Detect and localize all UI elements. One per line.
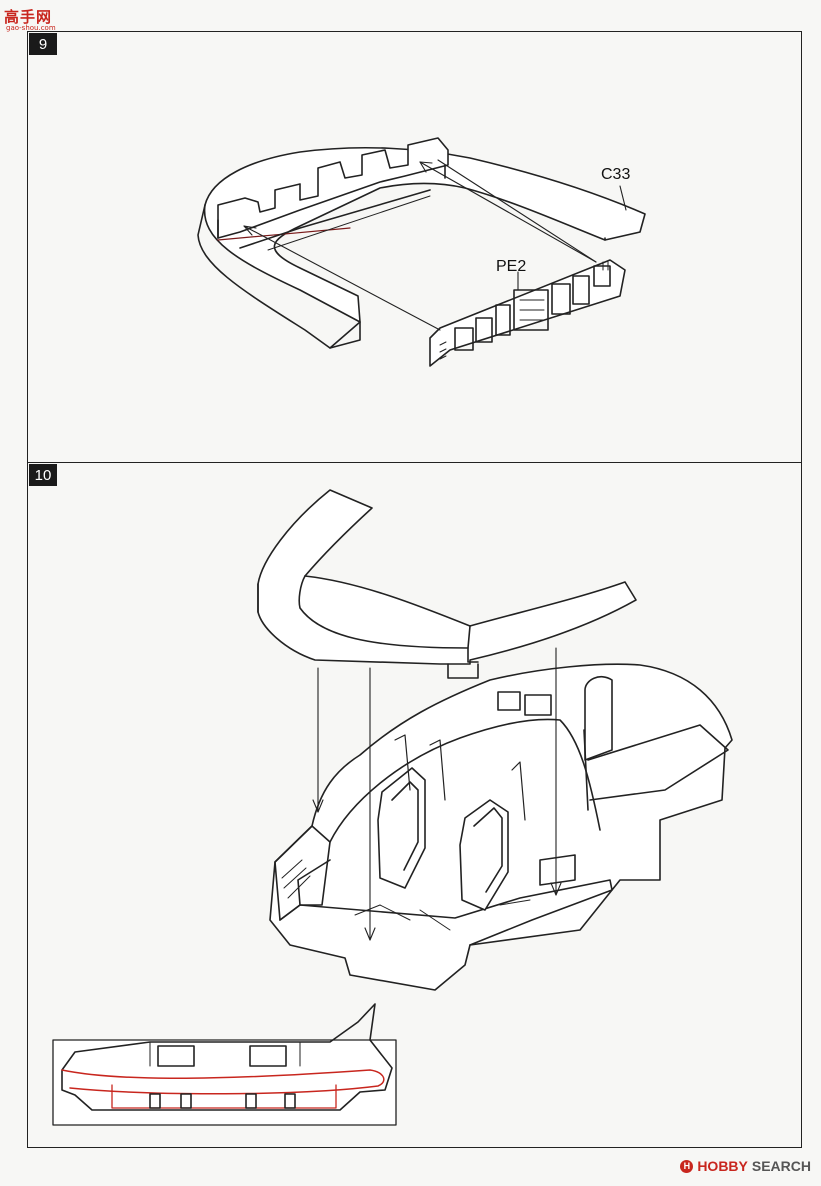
cockpit-tub	[269, 663, 733, 991]
step-9-badge: 9	[29, 33, 57, 55]
part-label-c33: C33	[601, 166, 631, 183]
part-c33-glareshield	[197, 137, 646, 349]
hobby-search-logo: H HOBBY SEARCH	[680, 1158, 811, 1174]
assembly-arrows-step-9	[243, 159, 627, 331]
watermark-url: gao-shou.com	[6, 24, 56, 32]
part-glareshield-assembled	[257, 489, 637, 679]
hobby-search-icon: H	[680, 1159, 694, 1173]
detail-inset	[52, 1003, 397, 1126]
part-pe2-instrument-panel	[429, 259, 626, 367]
assembly-arrows-step-10	[312, 647, 562, 941]
page-frame	[27, 31, 802, 1148]
hobby-search-brand-accent: HOBBY	[697, 1158, 748, 1174]
step-divider	[27, 462, 802, 463]
step-10-badge: 10	[29, 464, 57, 486]
part-label-pe2: PE2	[496, 258, 527, 275]
watermark-brand: 高手网	[4, 8, 53, 26]
hobby-search-brand-rest: SEARCH	[751, 1158, 811, 1174]
